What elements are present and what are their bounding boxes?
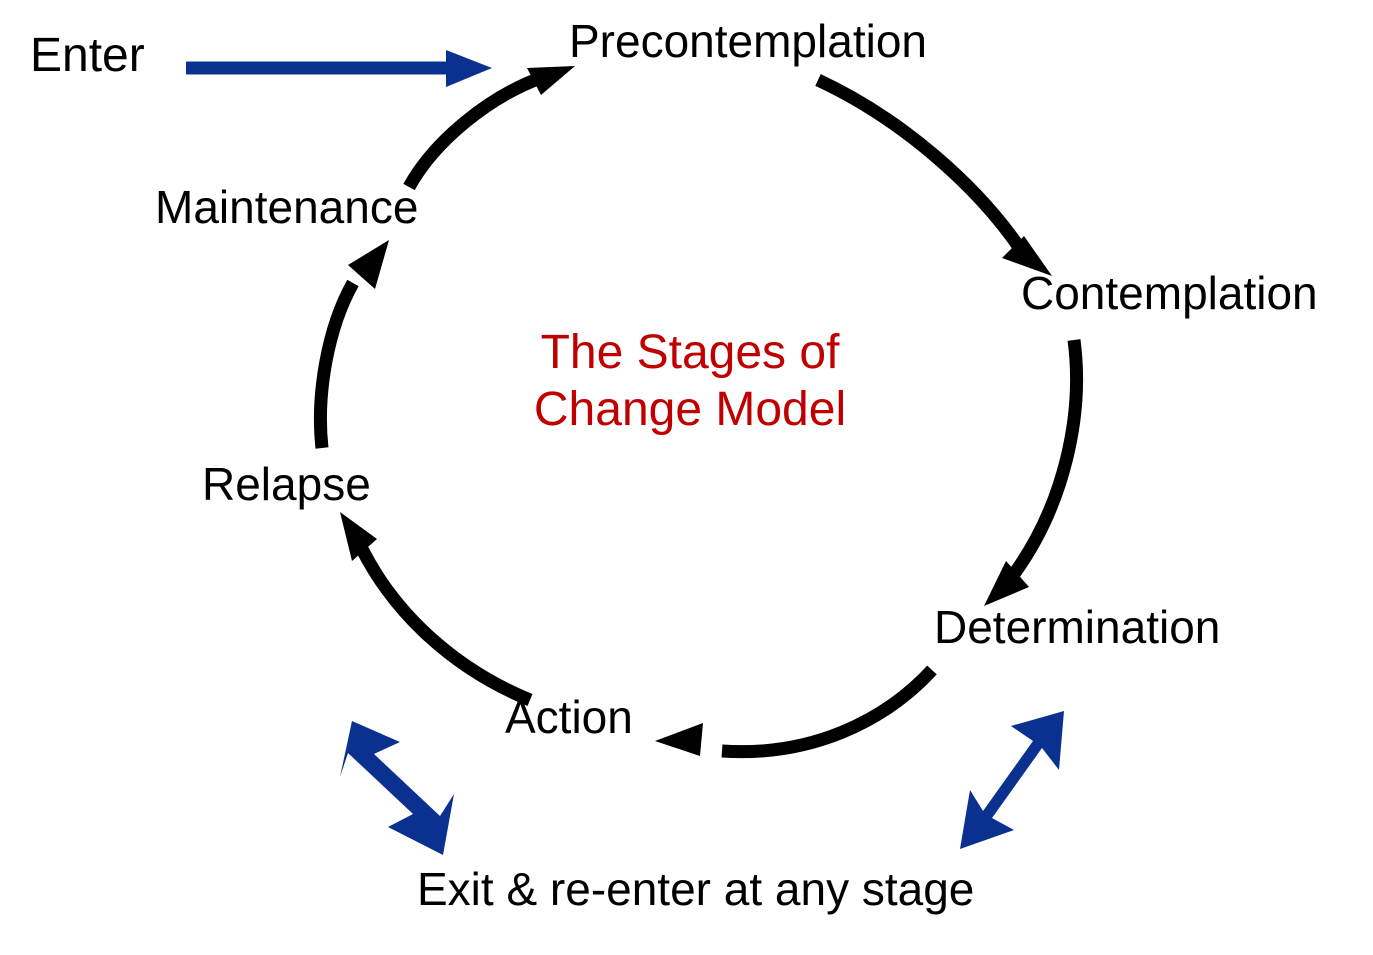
- stage-label-relapse[interactable]: Relapse: [202, 458, 371, 510]
- arrow-precontemplation-to-contemplation: [815, 74, 1052, 276]
- arrow-action-to-relapse: [340, 512, 533, 707]
- entry-label: Enter: [30, 29, 145, 82]
- stage-label-precontemplation[interactable]: Precontemplation: [569, 15, 927, 67]
- stage-label-action[interactable]: Action: [505, 691, 633, 743]
- stage-label-determination[interactable]: Determination: [934, 601, 1221, 653]
- arrow-relapse-to-maintenance: [314, 240, 389, 449]
- stage-label-contemplation[interactable]: Contemplation: [1021, 267, 1318, 319]
- diagram-title-line-2: Change Model: [533, 382, 847, 436]
- stage-label-maintenance[interactable]: Maintenance: [155, 181, 419, 233]
- exit-reenter-label: Exit & re-enter at any stage: [417, 863, 975, 915]
- exit-connector-right-arrow: [960, 711, 1064, 849]
- arrow-maintenance-to-precontemplation: [403, 66, 575, 191]
- exit-connector-left-arrow: [340, 721, 454, 855]
- diagram-title-line-1: The Stages of: [540, 326, 840, 379]
- arrow-contemplation-to-determination: [984, 339, 1083, 606]
- arrow-determination-to-action: [655, 665, 937, 759]
- enter-arrow: [186, 50, 492, 87]
- diagram-title: The Stages of Change Model: [475, 325, 905, 438]
